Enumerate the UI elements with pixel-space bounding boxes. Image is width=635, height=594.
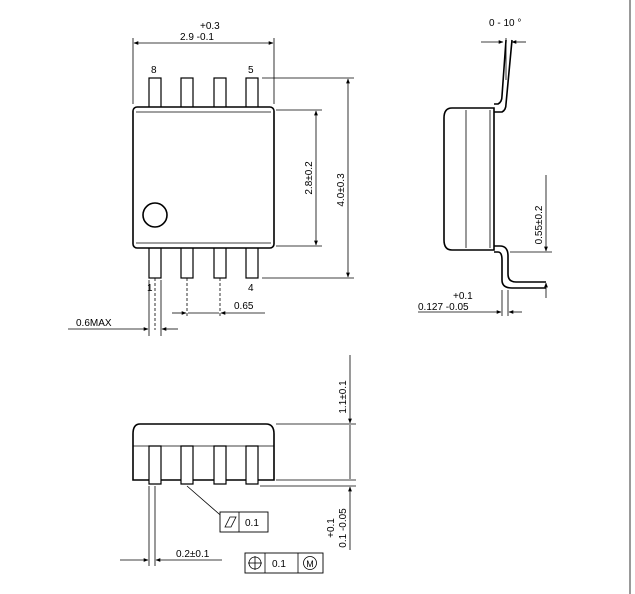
pin-1-label: 1 (147, 283, 153, 294)
lead-pin-1 (148, 243, 162, 279)
pin1-marker-dot (142, 202, 168, 228)
flatness-value: 0.1 (245, 518, 259, 529)
package-body-side (443, 107, 495, 251)
front-lead-1 (148, 445, 162, 485)
overall-length-label: 4.0±0.3 (336, 173, 347, 207)
lead-pin-5 (245, 77, 259, 111)
flatness-icon (224, 516, 237, 528)
front-lead-3 (213, 445, 227, 485)
package-body-top (132, 106, 275, 249)
side-view: 0 - 10 ° 0.55±0.2 +0.1 0.127 -0.05 (418, 18, 552, 316)
side-lead-upper-inner (494, 39, 507, 105)
lead-max-label: 0.6MAX (76, 318, 112, 329)
thickness-tol-plus: +0.1 (453, 291, 473, 302)
lead-bottom-3 (213, 243, 227, 279)
clearance-nominal: 0.1 -0.05 (338, 508, 349, 548)
mmc-symbol: M (306, 559, 314, 569)
front-lead-2 (180, 445, 194, 485)
body-length-label: 2.8±0.2 (304, 161, 315, 195)
front-lead-4 (245, 445, 259, 485)
height-label: 1.1±0.1 (338, 380, 349, 414)
lead-top-2 (180, 77, 194, 111)
lead-width-label: 0.2±0.1 (176, 549, 210, 560)
pitch-label: 0.65 (234, 301, 254, 312)
angle-label: 0 - 10 ° (489, 18, 521, 29)
top-view: 8 5 1 4 +0.3 2.9 -0.1 2.8±0.2 4.0±0.3 0.… (68, 21, 354, 336)
side-lead-lower-inner (494, 251, 546, 289)
lead-bottom-2 (180, 243, 194, 279)
lead-pin-4 (245, 243, 259, 279)
lead-pin-8 (148, 77, 162, 111)
package-body-front (132, 423, 275, 481)
flatness-leader (186, 485, 227, 521)
position-tolerance-frame (244, 552, 324, 574)
lead-top-3 (213, 77, 227, 111)
width-tol-plus: +0.3 (200, 21, 220, 32)
clearance-tol-plus: +0.1 (326, 518, 337, 538)
side-lead-upper (494, 39, 513, 113)
side-lead-lower (494, 245, 546, 283)
pin-5-label: 5 (248, 65, 254, 76)
front-view: 1.1±0.1 +0.1 0.1 -0.05 0.1 0.2±0.1 0.1 M (120, 355, 356, 574)
standoff-label: 0.55±0.2 (534, 205, 545, 244)
thickness-nominal: 0.127 -0.05 (418, 302, 469, 313)
pin-4-label: 4 (248, 283, 254, 294)
width-nominal: 2.9 -0.1 (180, 32, 214, 43)
mmc-icon (303, 556, 317, 570)
position-tolerance-value: 0.1 (272, 559, 286, 570)
pin-8-label: 8 (151, 65, 157, 76)
